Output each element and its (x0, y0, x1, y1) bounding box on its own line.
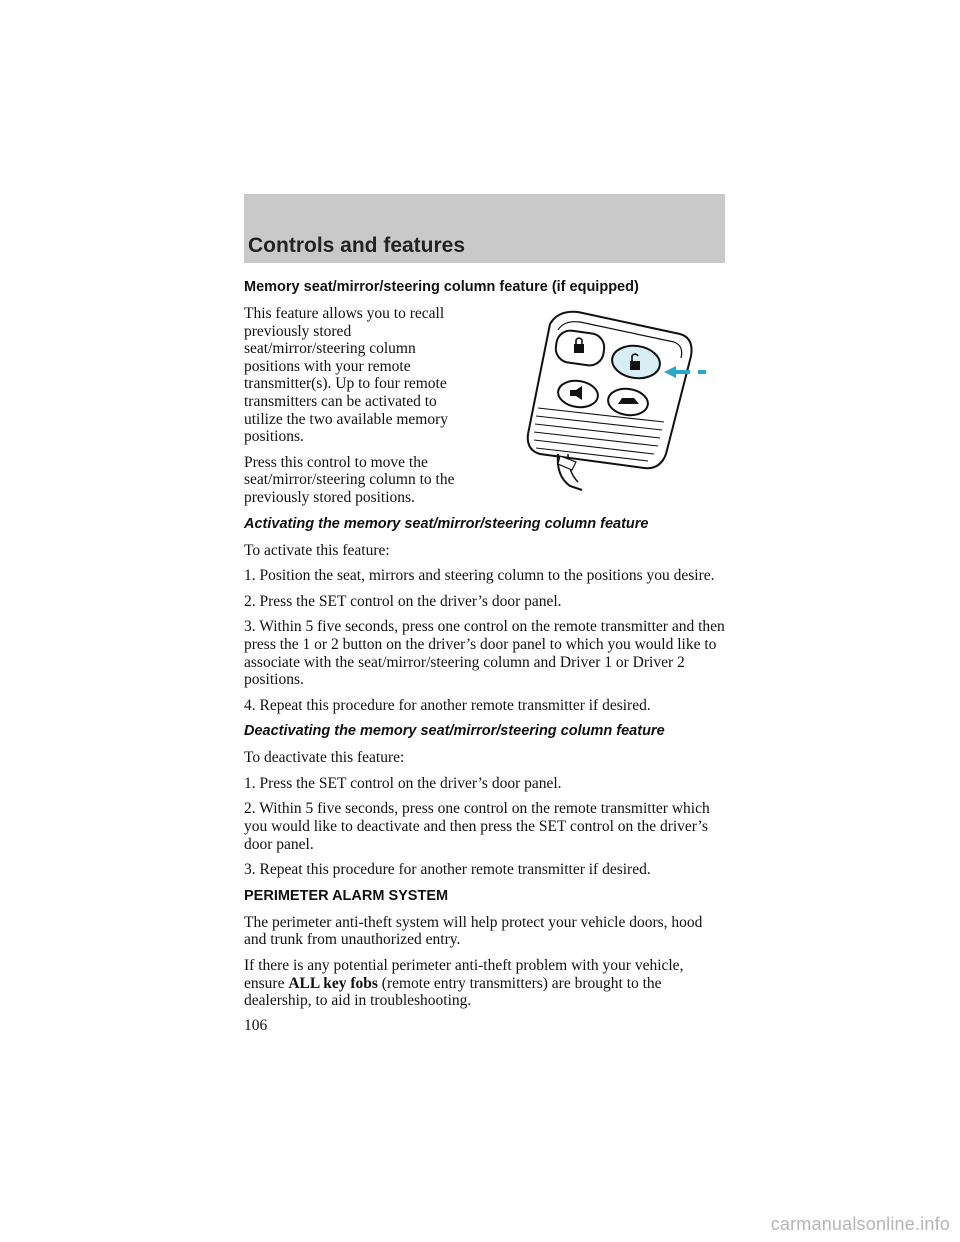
deactivating-step: 3. Repeat this procedure for another rem… (244, 861, 651, 879)
deactivating-lead: To deactivate this feature: (244, 749, 405, 767)
watermark: carmanualsonline.info (770, 1214, 950, 1234)
perimeter-paragraph-2: If there is any potential perimeter anti… (244, 957, 726, 1010)
activating-step: 1. Position the seat, mirrors and steeri… (244, 567, 715, 585)
activating-lead: To activate this feature: (244, 541, 390, 559)
header-band (244, 194, 725, 263)
unlock-button-icon (611, 344, 661, 380)
activating-step: 4. Repeat this procedure for another rem… (244, 696, 651, 714)
deactivating-step: 2. Within 5 five seconds, press one cont… (244, 800, 710, 853)
perimeter-p2-bold: ALL key fobs (288, 974, 378, 992)
page-header-title: Controls and features (248, 234, 466, 257)
perimeter-paragraph-1: The perimeter anti-theft system will hel… (244, 913, 703, 949)
key-fob-illustration (526, 310, 706, 491)
memory-intro-paragraph: This feature allows you to recall previo… (244, 305, 449, 446)
activating-step: 2. Press the SET control on the driver’s… (244, 592, 562, 610)
memory-press-paragraph: Press this control to move the seat/mirr… (244, 453, 455, 506)
page-content: Memory seat/mirror/steering column featu… (244, 278, 726, 1018)
pointer-arrow (664, 366, 706, 378)
page-number: 106 (244, 1017, 268, 1034)
activating-step: 3. Within 5 five seconds, press one cont… (244, 618, 725, 689)
deactivating-heading: Deactivating the memory seat/mirror/stee… (244, 723, 665, 740)
memory-feature-heading: Memory seat/mirror/steering column featu… (244, 279, 639, 295)
deactivating-step: 1. Press the SET control on the driver’s… (244, 774, 562, 792)
activating-heading: Activating the memory seat/mirror/steeri… (244, 515, 649, 532)
panic-button-icon (557, 379, 599, 409)
perimeter-p2-after: (remote entry transmitters) are brought … (244, 974, 662, 1010)
lock-button-icon (554, 329, 606, 367)
perimeter-alarm-heading: PERIMETER ALARM SYSTEM (244, 887, 449, 904)
trunk-button-icon (607, 387, 649, 417)
perimeter-p2-before: If there is any potential perimeter anti… (244, 957, 684, 992)
